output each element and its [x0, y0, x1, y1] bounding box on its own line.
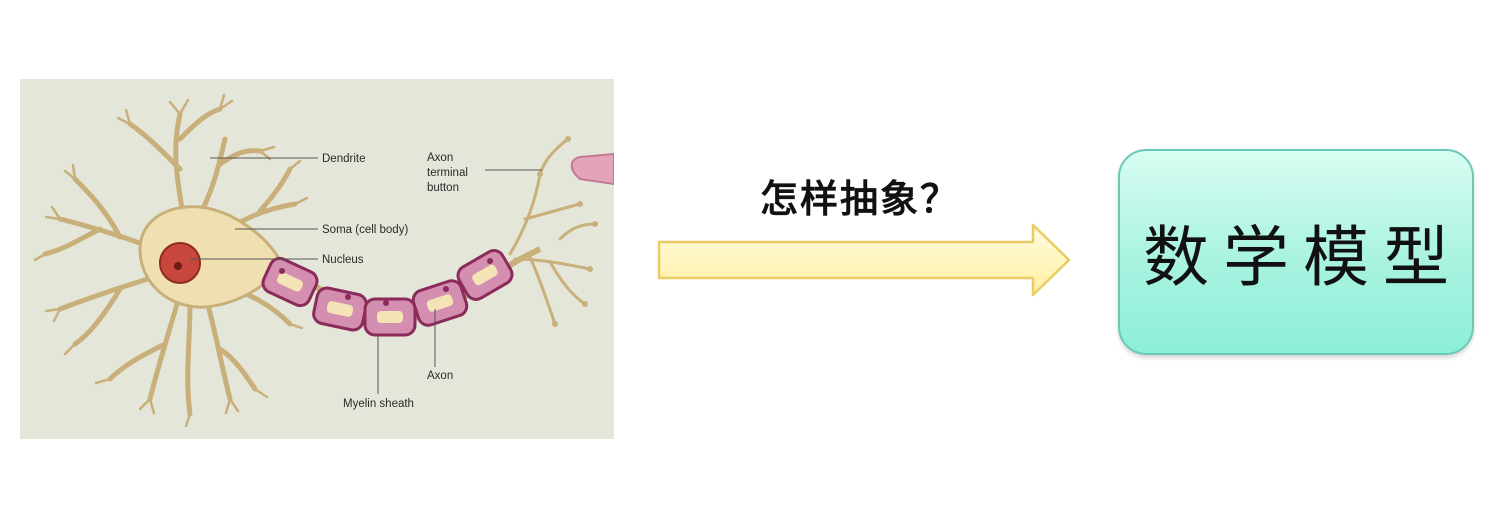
nucleolus: [174, 262, 182, 270]
label-myelin-sheath: Myelin sheath: [343, 398, 414, 410]
neuron-diagram: Dendrite Soma (cell body) Nucleus Axon t…: [33, 93, 614, 428]
label-soma: Soma (cell body): [322, 224, 408, 236]
math-model-box: 数学模型: [1118, 149, 1474, 355]
label-axon-terminal-line3: button: [427, 182, 459, 194]
label-axon-terminal-line2: terminal: [427, 167, 468, 179]
myelin-sheath-segments: [261, 249, 514, 337]
target-cell-edge: [570, 152, 614, 186]
label-dendrite: Dendrite: [322, 153, 365, 165]
axon-terminal-buttons: [537, 136, 598, 327]
neuron-illustration: Dendrite Soma (cell body) Nucleus Axon t…: [20, 79, 614, 439]
label-leaders: [190, 157, 542, 394]
question-text: 怎样抽象？: [759, 177, 960, 221]
label-axon-terminal-line1: Axon: [427, 152, 453, 164]
math-model-label: 数学模型: [1143, 219, 1463, 296]
label-nucleus: Nucleus: [322, 254, 364, 266]
dendrite-twigs: [33, 93, 309, 428]
right-arrow-icon: [657, 223, 1071, 297]
label-axon: Axon: [427, 370, 453, 382]
